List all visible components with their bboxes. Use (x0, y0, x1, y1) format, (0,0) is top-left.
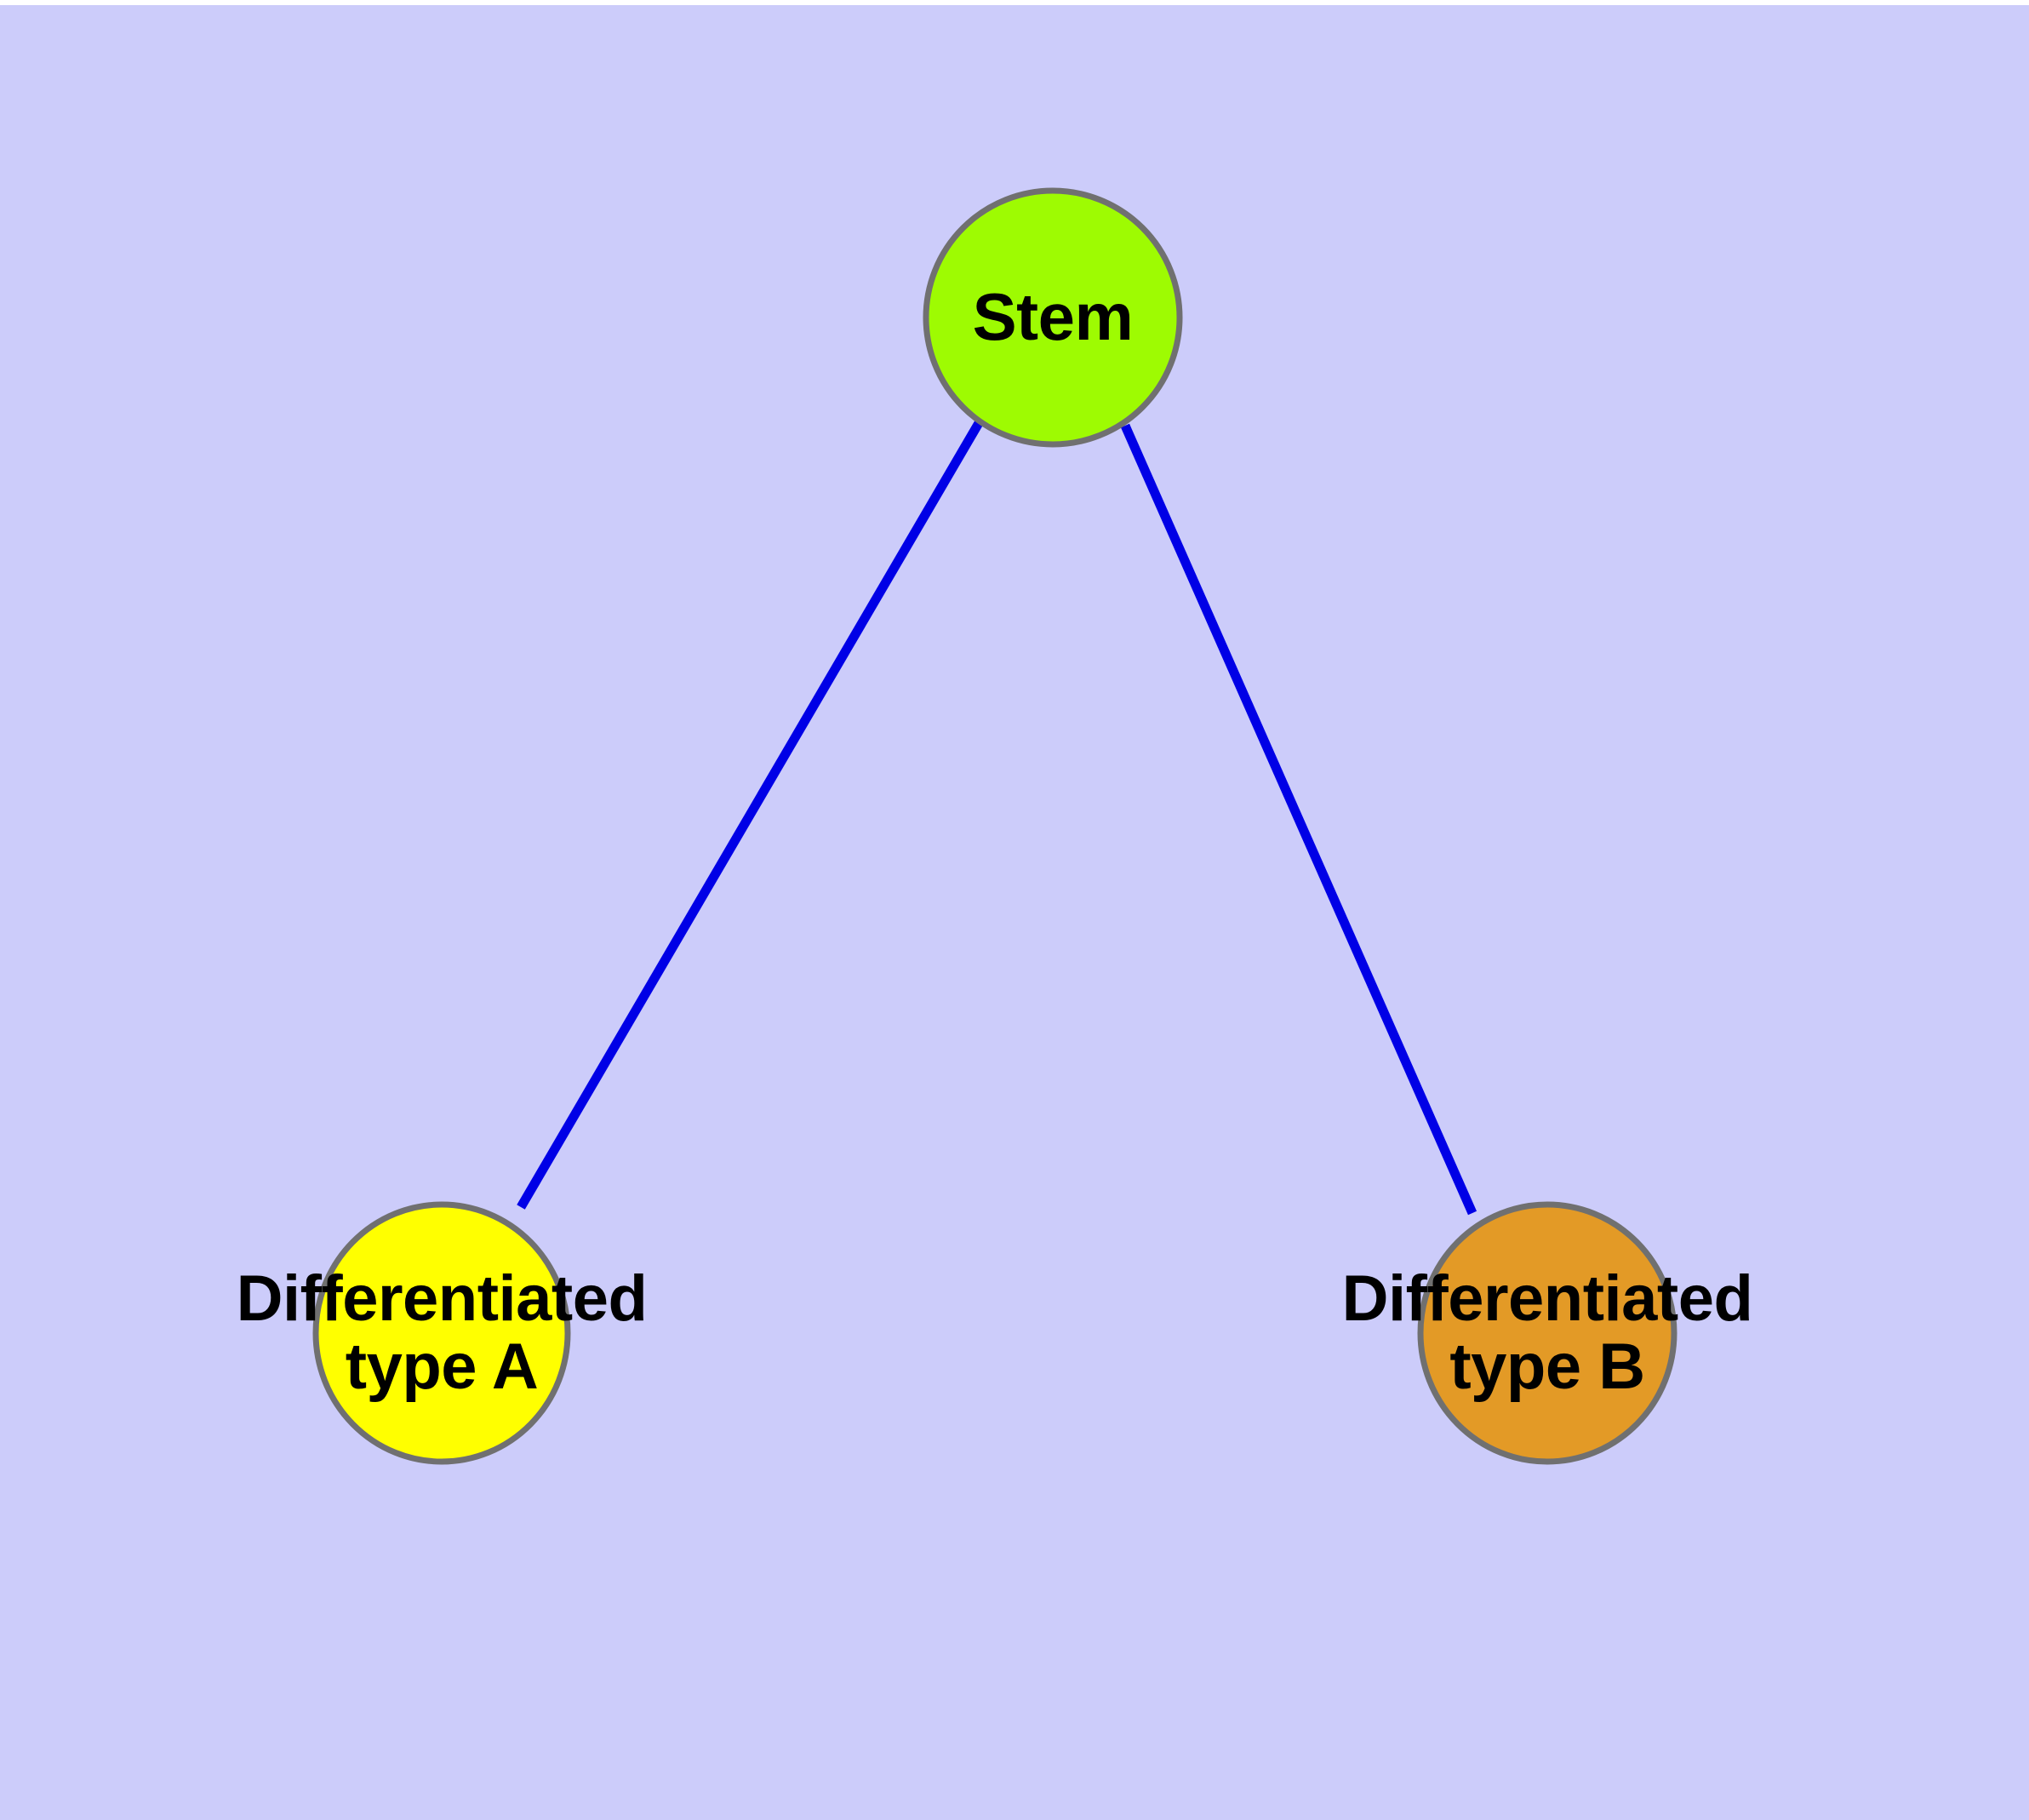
edge-stem-to-differentiated-type-a (517, 421, 983, 1210)
node-differentiated-type-b[interactable] (1417, 1201, 1677, 1465)
node-stem[interactable] (923, 187, 1183, 448)
edge-layer (517, 421, 1477, 1216)
node-layer (312, 187, 1677, 1465)
edge-stem-to-differentiated-type-b (1120, 423, 1477, 1216)
node-differentiated-type-a[interactable] (312, 1201, 571, 1465)
